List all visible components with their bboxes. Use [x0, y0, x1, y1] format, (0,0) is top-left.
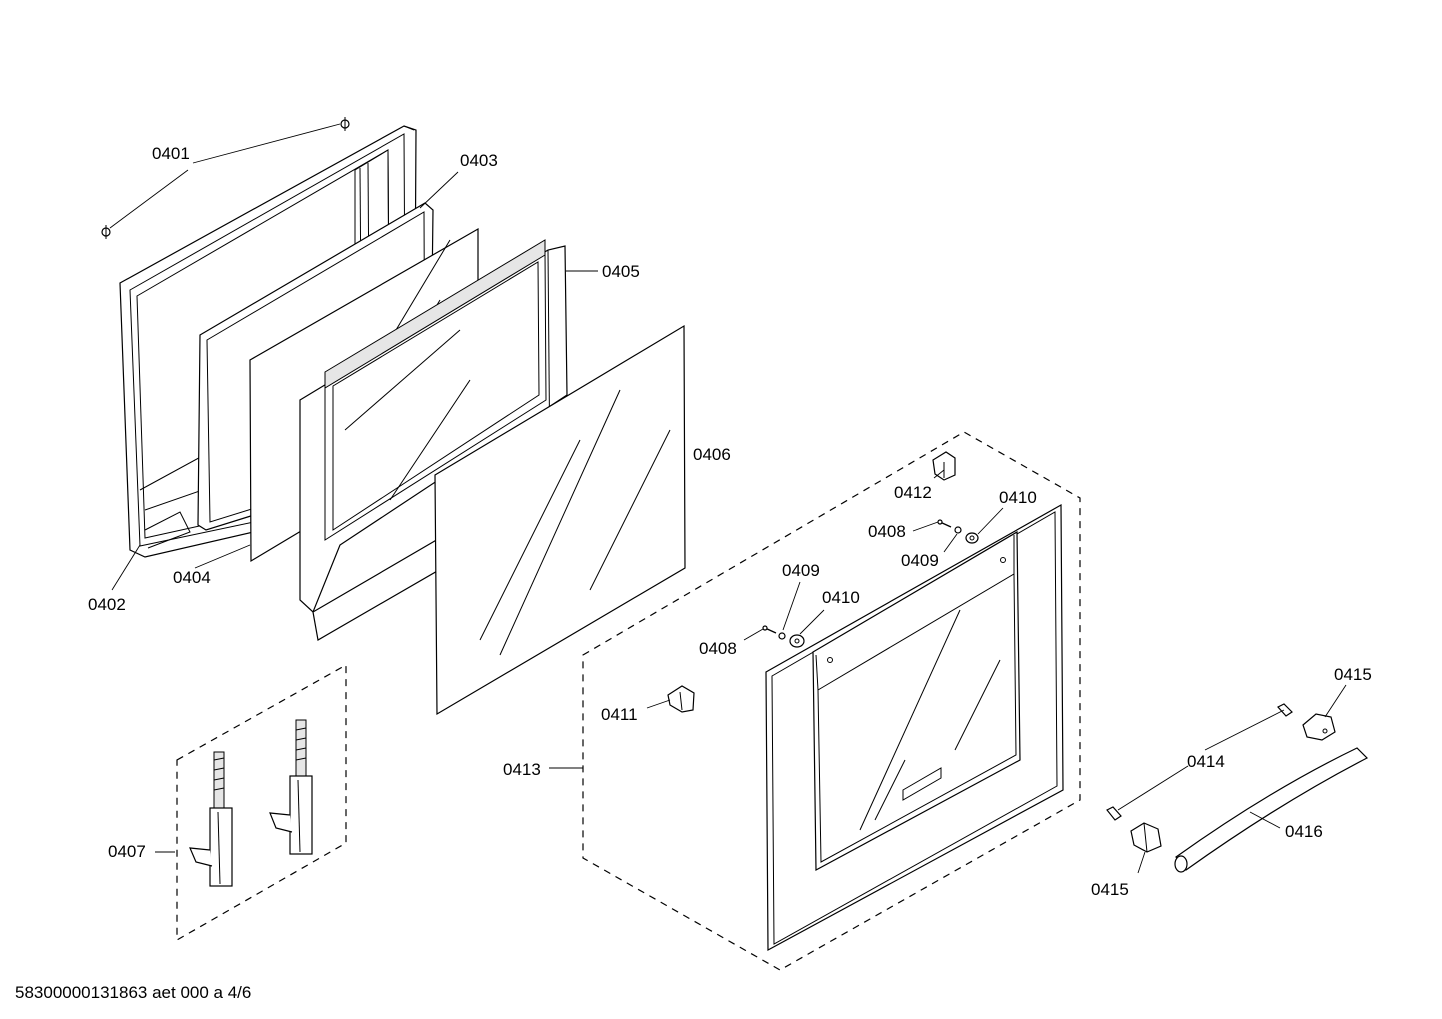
label-0410-left: 0410	[822, 588, 860, 607]
spacer-0410-right	[965, 532, 979, 544]
label-0408-right: 0408	[868, 522, 906, 541]
handle-pin-bottom	[1106, 806, 1122, 821]
washer-0409-left	[778, 632, 786, 640]
screw-left	[101, 225, 111, 239]
label-0402: 0402	[88, 595, 126, 614]
screw-0408-left	[762, 625, 777, 634]
document-code: 58300000131863 aet 000 a 4/6	[15, 983, 251, 1002]
label-0409-right: 0409	[901, 551, 939, 570]
handle-pin-top	[1277, 703, 1293, 717]
label-0416: 0416	[1285, 822, 1323, 841]
outer-door-group	[582, 431, 1081, 971]
label-0401: 0401	[152, 144, 190, 163]
hinge-group	[176, 663, 347, 942]
label-0415-top: 0415	[1334, 665, 1372, 684]
outer-glass-panel	[434, 324, 686, 716]
screw-top	[340, 117, 350, 131]
label-0413: 0413	[503, 760, 541, 779]
label-0410-right: 0410	[999, 488, 1037, 507]
hinge-left	[189, 751, 233, 887]
label-0411: 0411	[601, 705, 638, 724]
handle-end-cap-top	[1302, 713, 1336, 741]
label-0409-left: 0409	[782, 561, 820, 580]
label-0415-bottom: 0415	[1091, 880, 1129, 899]
screw-0408-right	[937, 519, 952, 528]
handle-end-cap-bottom	[1130, 822, 1162, 853]
label-0407: 0407	[108, 842, 146, 861]
label-0403: 0403	[460, 151, 498, 170]
hinge-right	[269, 719, 313, 855]
label-0406: 0406	[693, 445, 731, 464]
label-0414: 0414	[1187, 752, 1225, 771]
label-0405: 0405	[602, 262, 640, 281]
bracket-0411	[667, 685, 695, 713]
label-0408-left: 0408	[699, 639, 737, 658]
washer-0409-right	[954, 526, 962, 534]
label-0412: 0412	[894, 483, 932, 502]
spacer-0410-left	[789, 634, 805, 648]
door-handle-bar	[1174, 747, 1369, 873]
label-0404: 0404	[173, 568, 211, 587]
